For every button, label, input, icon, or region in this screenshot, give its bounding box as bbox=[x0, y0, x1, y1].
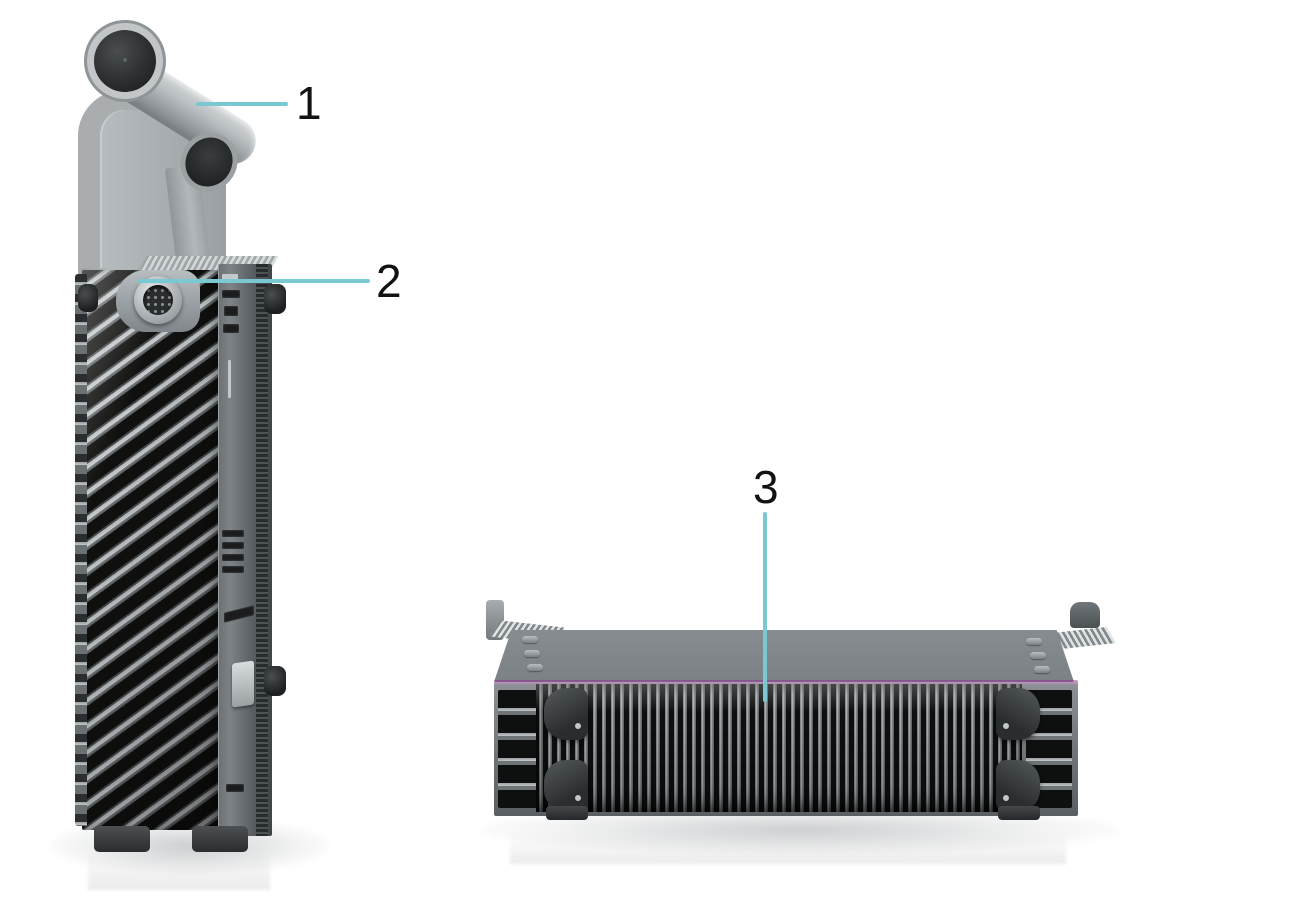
callout-2-leader-line bbox=[138, 279, 370, 283]
top-cover-plate bbox=[494, 630, 1074, 682]
mounting-pad-right-top bbox=[996, 688, 1040, 740]
diagonal-heatsink-fins bbox=[82, 270, 220, 830]
callout-2-number: 2 bbox=[376, 255, 402, 307]
io-port-usb-2[interactable] bbox=[222, 290, 240, 298]
cover-screw-left-2 bbox=[524, 650, 540, 657]
right-mount-tab bbox=[1070, 602, 1100, 628]
mounting-pad-left-top bbox=[544, 688, 588, 740]
io-port-serial-4[interactable] bbox=[222, 566, 244, 573]
panel-rail bbox=[256, 264, 268, 836]
callout-1-leader-line bbox=[196, 102, 288, 106]
cover-screw-left-1 bbox=[522, 636, 538, 643]
flat-rubber-foot-left bbox=[546, 806, 588, 820]
io-port-serial-1[interactable] bbox=[222, 530, 244, 537]
flat-rubber-foot-right bbox=[998, 806, 1040, 820]
corner-bumper-bottom bbox=[264, 666, 286, 696]
corner-bumper-left-top bbox=[78, 284, 98, 312]
mounting-pad-left-bottom bbox=[544, 760, 588, 812]
cover-screw-right-1 bbox=[1026, 638, 1042, 645]
mounting-pad-right-bottom bbox=[996, 760, 1040, 812]
callout-1-number: 1 bbox=[296, 77, 322, 129]
rugged-computer-upright-view bbox=[50, 18, 360, 890]
io-indicator-strip bbox=[228, 360, 231, 398]
corner-bumper-top bbox=[264, 284, 286, 314]
cover-screw-left-3 bbox=[527, 664, 543, 671]
circular-multipin-connector[interactable] bbox=[134, 276, 182, 324]
io-port-lan[interactable] bbox=[223, 324, 239, 333]
rubber-foot-right bbox=[192, 826, 248, 852]
panel-latch[interactable] bbox=[232, 660, 254, 708]
rugged-computer-flat-view bbox=[470, 592, 1130, 864]
callout-3-leader-line bbox=[763, 512, 767, 702]
rubber-foot-left bbox=[94, 826, 150, 852]
cover-screw-right-3 bbox=[1034, 666, 1050, 673]
cover-screw-right-2 bbox=[1030, 652, 1046, 659]
vertical-heatsink-fins bbox=[536, 684, 1022, 812]
fin-tip-edge bbox=[75, 274, 87, 826]
io-port-serial-2[interactable] bbox=[222, 542, 244, 549]
io-port-display[interactable] bbox=[224, 306, 238, 316]
handle-end-cap-top-icon bbox=[94, 30, 156, 92]
io-port-serial-3[interactable] bbox=[222, 554, 244, 561]
callout-3-number: 3 bbox=[753, 461, 779, 513]
io-port-power[interactable] bbox=[224, 605, 254, 623]
io-port-usb-1[interactable] bbox=[222, 274, 238, 283]
io-port-aux[interactable] bbox=[226, 784, 244, 792]
front-io-panel bbox=[218, 264, 272, 836]
upright-chassis bbox=[75, 256, 286, 852]
